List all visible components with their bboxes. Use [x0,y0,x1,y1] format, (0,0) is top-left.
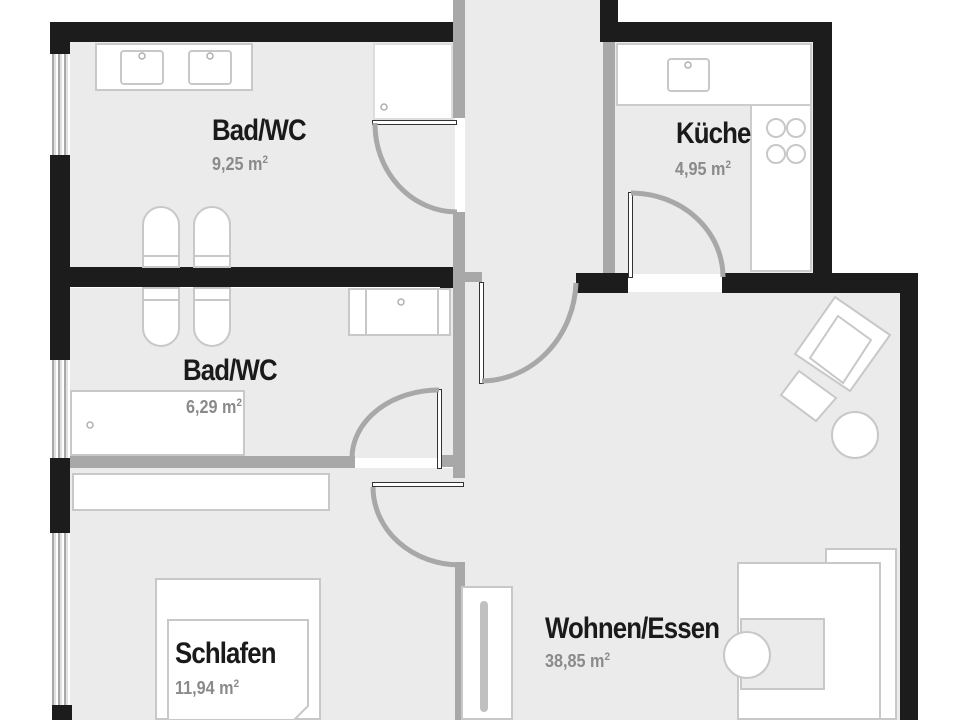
bed [167,619,309,720]
side-table [831,411,879,459]
room-label-kueche: Küche [676,117,751,150]
hob-ring-2 [786,118,806,138]
room-area-bad-wc-1: 9,25 m2 [212,154,268,175]
area-unit: m [219,678,234,698]
window-bad-wc-1 [50,54,70,155]
window-bad-wc-2 [50,360,70,458]
wall-left-2 [50,155,70,260]
drain-kitchen [684,61,692,69]
wall-kitchen-bottom-left [576,273,628,293]
iwall-bad2-bottom [70,456,355,468]
area-value: 38,85 [545,651,586,671]
toilet-4 [193,287,231,347]
wall-top-left [50,22,455,42]
wall-top-kitchen [600,22,832,42]
hob-ring-3 [766,144,786,164]
iwall-hall-door-jamb [440,455,465,467]
area-value: 6,29 [186,397,218,417]
door-leaf-bad-wc-1 [372,120,457,125]
drain-sink-left [138,52,146,60]
door-swing-schlafen [370,486,461,568]
room-label-bad-wc-2: Bad/WC [183,354,278,387]
window-schlafen [50,533,70,705]
room-label-wohnen-essen: Wohnen/Essen [545,612,720,645]
area-value: 11,94 [175,678,215,698]
room-area-schlafen: 11,94 m2 [175,678,239,699]
kitchen-sink [667,58,710,92]
area-value: 9,25 [212,154,244,174]
wardrobe [72,473,330,511]
door-swing-bad-wc-2 [349,387,440,459]
sink-basin-left [120,50,164,85]
drain-washbasin [397,298,405,306]
room-label-schlafen: Schlafen [175,637,277,670]
area-unit-exponent: 2 [236,397,242,409]
drain-sink-right [206,52,214,60]
hob-ring-4 [786,144,806,164]
toilet-1 [142,206,180,268]
sink-basin-right [188,50,232,85]
wall-left-5 [52,705,72,720]
area-unit: m [590,651,605,671]
door-leaf-hall-living [479,282,484,384]
door-leaf-bad-wc-2 [437,389,442,469]
iwall-hall-bad2-corner [455,272,482,282]
wall-left-4 [50,458,70,533]
armchair-seat [808,314,873,385]
drain-shower [380,103,388,111]
round-stool [723,631,771,679]
ottoman [779,369,838,423]
toilet-2 [193,206,231,268]
iwall-schlafen-right [455,562,465,720]
room-area-kueche: 4,95 m2 [675,159,731,180]
door-swing-kitchen [630,190,726,278]
door-leaf-schlafen [372,482,464,487]
area-unit: m [711,159,726,179]
room-area-wohnen-essen: 38,85 m2 [545,651,610,672]
wall-kitchen-bottom-right [722,273,918,293]
toilet-3 [142,287,180,347]
door-leaf-kitchen [628,192,633,278]
room-label-bad-wc-1: Bad/WC [212,114,307,147]
wall-right-kitchen [813,22,832,292]
iwall-hall-left-top [453,0,465,118]
area-unit: m [222,397,237,417]
door-swing-bad-wc-1 [372,122,458,215]
wall-right-living [900,273,918,720]
bathtub [70,390,245,456]
area-unit: m [248,154,263,174]
room-area-bad-wc-2: 6,29 m2 [186,397,242,418]
hob-ring-1 [766,118,786,138]
area-value: 4,95 [675,159,707,179]
area-unit-exponent: 2 [262,154,268,166]
wall-left-1 [50,22,70,54]
wall-bad2-stub [440,268,455,288]
area-unit-exponent: 2 [725,159,731,171]
iwall-hall-right [603,42,615,273]
wall-left-3 [50,260,70,360]
wall-bad-divider [50,267,455,287]
area-unit-exponent: 2 [604,651,610,663]
area-unit-exponent: 2 [233,678,240,690]
kitchen-counter-top [616,43,812,106]
door-swing-hall-living [481,282,579,384]
drain-bathtub [86,421,94,429]
